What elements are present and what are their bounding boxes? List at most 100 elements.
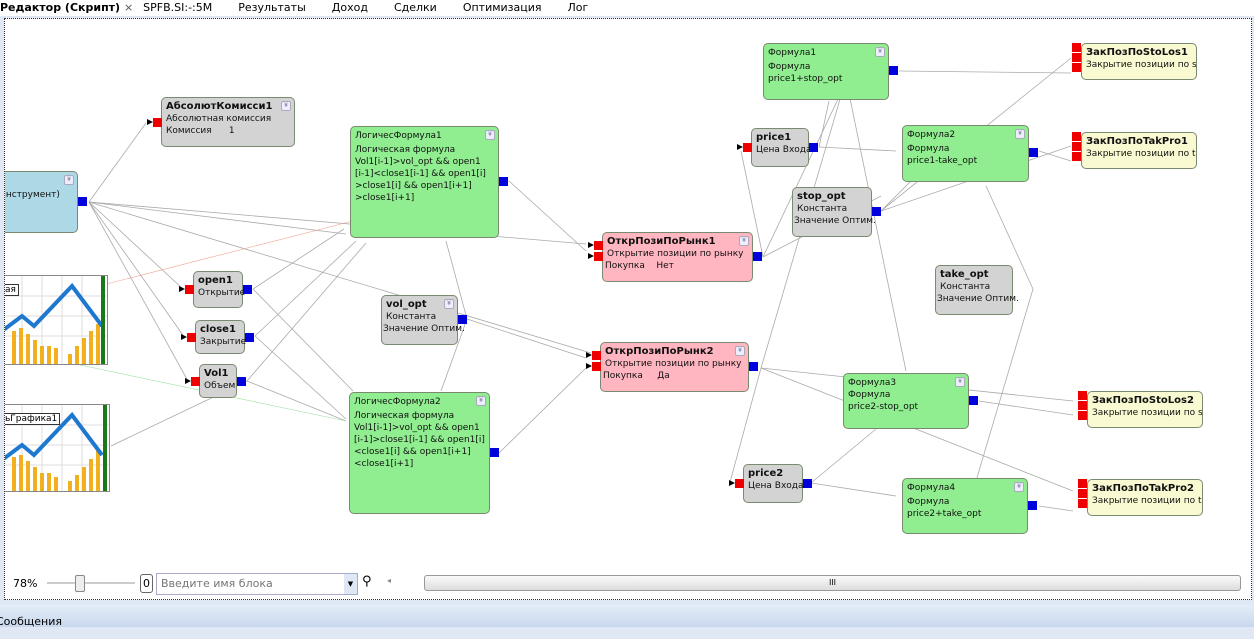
output-pin[interactable] xyxy=(458,315,467,324)
chart-widget-1[interactable]: ая xyxy=(5,275,108,365)
input-pin[interactable] xyxy=(588,241,603,250)
expand-icon[interactable]: ¥ xyxy=(476,396,486,406)
input-pin[interactable] xyxy=(586,351,601,360)
output-pin[interactable] xyxy=(969,396,978,405)
output-pin[interactable] xyxy=(809,143,818,152)
expand-icon[interactable]: ¥ xyxy=(955,377,965,387)
tab-trades[interactable]: Сделки xyxy=(393,1,437,14)
output-pin[interactable] xyxy=(78,197,87,206)
output-pin[interactable] xyxy=(243,285,252,294)
input-pin[interactable] xyxy=(586,362,601,371)
expand-icon[interactable]: ¥ xyxy=(1014,482,1024,492)
node-title: ОткрПозиПоРынк1 xyxy=(607,236,716,247)
output-pin[interactable] xyxy=(1028,501,1037,510)
formula-line: [i-1]<close1[i-1] && open1[i] xyxy=(355,169,486,179)
zoom-slider[interactable] xyxy=(47,575,135,592)
output-pin[interactable] xyxy=(803,479,812,488)
node-type: Объем xyxy=(204,381,236,391)
chart-label: ьГрафика1 xyxy=(5,413,61,425)
zoom-reset-button[interactable]: 0 xyxy=(140,574,153,593)
expand-icon[interactable]: ¥ xyxy=(281,101,291,111)
input-pin[interactable] xyxy=(737,143,752,152)
block-search-input[interactable] xyxy=(157,574,340,592)
expand-icon[interactable]: ¥ xyxy=(64,175,74,185)
node-instrument[interactable]: ¥инструмент) xyxy=(5,171,87,233)
output-pin[interactable] xyxy=(749,362,758,371)
horizontal-scrollbar[interactable]: III xyxy=(424,575,1241,591)
output-pin[interactable] xyxy=(499,177,508,186)
input-pins[interactable] xyxy=(1072,132,1081,162)
output-pin[interactable] xyxy=(1029,148,1038,157)
zoom-level: 78% xyxy=(13,577,38,590)
node-title: ЗакПозПоStoLos1 xyxy=(1086,47,1188,58)
input-pin[interactable] xyxy=(181,333,196,342)
node-type: Логическая формула xyxy=(355,145,456,155)
input-pins[interactable] xyxy=(1078,479,1087,509)
expand-icon[interactable]: ¥ xyxy=(735,346,745,356)
tab-log[interactable]: Лог xyxy=(567,1,589,14)
tab-results[interactable]: Результаты xyxy=(238,1,306,14)
expand-icon[interactable]: ¥ xyxy=(444,299,454,309)
tab-bar: Редактор (Скрипт) × SPFB.SI:-:5M Результ… xyxy=(0,0,1254,16)
output-pin[interactable] xyxy=(753,252,762,261)
node-type: Цена Входа xyxy=(748,481,804,491)
input-pin[interactable] xyxy=(147,118,162,127)
input-pin[interactable] xyxy=(729,479,744,488)
expand-icon[interactable]: ¥ xyxy=(485,130,495,140)
tab-label: Редактор (Скрипт) xyxy=(0,1,121,14)
input-pin[interactable] xyxy=(185,377,200,386)
tab-chart[interactable]: SPFB.SI:-:5M xyxy=(143,1,213,14)
output-pin[interactable] xyxy=(889,66,898,75)
node-param: Значение Оптим. xyxy=(794,216,876,226)
dropdown-arrow-icon[interactable]: ▼ xyxy=(344,574,357,594)
node-type: Формула xyxy=(768,62,811,72)
script-canvas[interactable]: ¥инструмент) ая ьГрафика1 ¥АбсолютКомисс… xyxy=(4,18,1252,600)
chart-widget-2[interactable]: ьГрафика1 xyxy=(5,404,110,492)
expand-icon[interactable]: ¥ xyxy=(739,236,749,246)
node-title: ЗакПозПоTakPro1 xyxy=(1086,136,1188,147)
input-pin[interactable] xyxy=(588,252,603,261)
block-search-combobox[interactable]: ▼ xyxy=(156,573,358,595)
input-pins[interactable] xyxy=(1078,391,1087,421)
output-pin[interactable] xyxy=(490,448,499,457)
node-title: price2 xyxy=(748,468,784,479)
input-pins[interactable] xyxy=(1072,43,1081,73)
expand-icon[interactable]: ¥ xyxy=(1015,129,1025,139)
output-pin[interactable] xyxy=(237,377,246,386)
node-title: ЛогичесФормула2 xyxy=(354,397,441,407)
expand-icon[interactable]: ¥ xyxy=(875,47,885,57)
scroll-left-icon[interactable]: ◂ xyxy=(387,576,392,585)
tab-income[interactable]: Доход xyxy=(331,1,368,14)
zoom-slider-thumb[interactable] xyxy=(75,575,85,592)
output-pin[interactable] xyxy=(872,207,881,216)
binoculars-icon[interactable]: ⚲ xyxy=(362,574,372,589)
close-icon[interactable]: × xyxy=(123,1,134,14)
input-pin[interactable] xyxy=(179,285,194,294)
node-param: Значение Оптим. xyxy=(937,294,1019,304)
tab-editor[interactable]: Редактор (Скрипт) × xyxy=(0,0,133,16)
output-pin[interactable] xyxy=(245,333,254,342)
messages-panel[interactable]: Сообщения xyxy=(0,605,1254,628)
tab-optimization[interactable]: Оптимизация xyxy=(462,1,542,14)
